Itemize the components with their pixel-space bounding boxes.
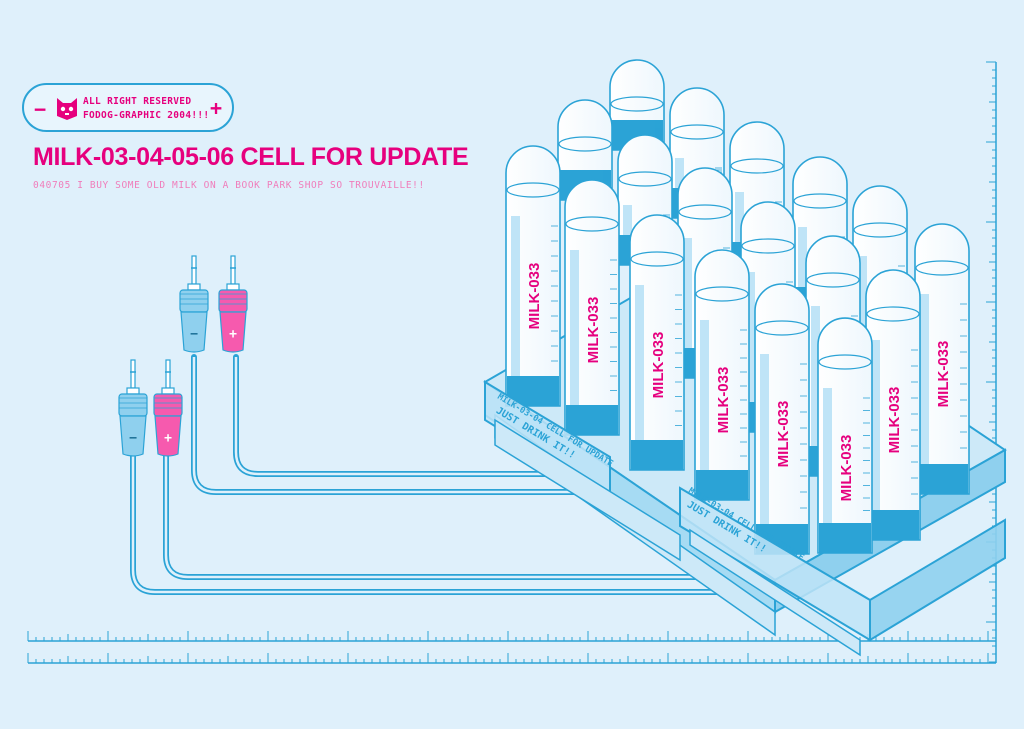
- milk-tube: MILK-033: [629, 214, 685, 471]
- tube-label: MILK-033: [585, 297, 602, 364]
- tube-label: MILK-033: [886, 387, 903, 454]
- author-text: FODOG-GRAPHIC 2004!!!: [83, 110, 210, 121]
- page-title: MILK-03-04-05-06 CELL FOR UPDATE: [33, 143, 469, 171]
- plug-plus-lower-mark: +: [164, 431, 172, 446]
- tube-label: MILK-033: [526, 263, 543, 330]
- copyright-badge: − ALL RIGHT RESERVED FODOG-GRAPHIC 2004!…: [22, 83, 234, 132]
- plug-plus-lower: +: [153, 359, 183, 457]
- milk-tube: MILK-033: [754, 283, 810, 555]
- minus-sign: −: [34, 97, 47, 121]
- tube-label: MILK-033: [838, 435, 855, 502]
- milk-tube: MILK-033: [865, 269, 921, 541]
- plug-plus-upper: +: [218, 255, 248, 353]
- milk-tube: MILK-033: [564, 179, 620, 436]
- tube-label: MILK-033: [650, 332, 667, 399]
- tube-label: MILK-033: [775, 401, 792, 468]
- plug-minus-upper: −: [179, 255, 209, 353]
- page-subtitle: 040705 I BUY SOME OLD MILK ON A BOOK PAR…: [33, 180, 425, 191]
- crate-front: [484, 380, 1006, 657]
- milk-tube: MILK-033: [505, 145, 561, 407]
- plug-minus-lower: −: [118, 359, 148, 457]
- plug-minus-upper-mark: −: [190, 327, 198, 342]
- milk-tube: MILK-033: [694, 249, 750, 501]
- tube-label: MILK-033: [935, 341, 952, 408]
- cat-face-icon: [57, 98, 77, 120]
- milk-tube: [609, 59, 665, 151]
- milk-tube: MILK-033: [817, 317, 873, 554]
- tube-label: MILK-033: [715, 367, 732, 434]
- rights-text: ALL RIGHT RESERVED: [83, 96, 192, 107]
- plus-sign: +: [209, 96, 222, 120]
- milk-tube: MILK-033: [914, 223, 970, 495]
- plug-minus-lower-mark: −: [129, 431, 137, 446]
- plug-plus-upper-mark: +: [229, 327, 237, 342]
